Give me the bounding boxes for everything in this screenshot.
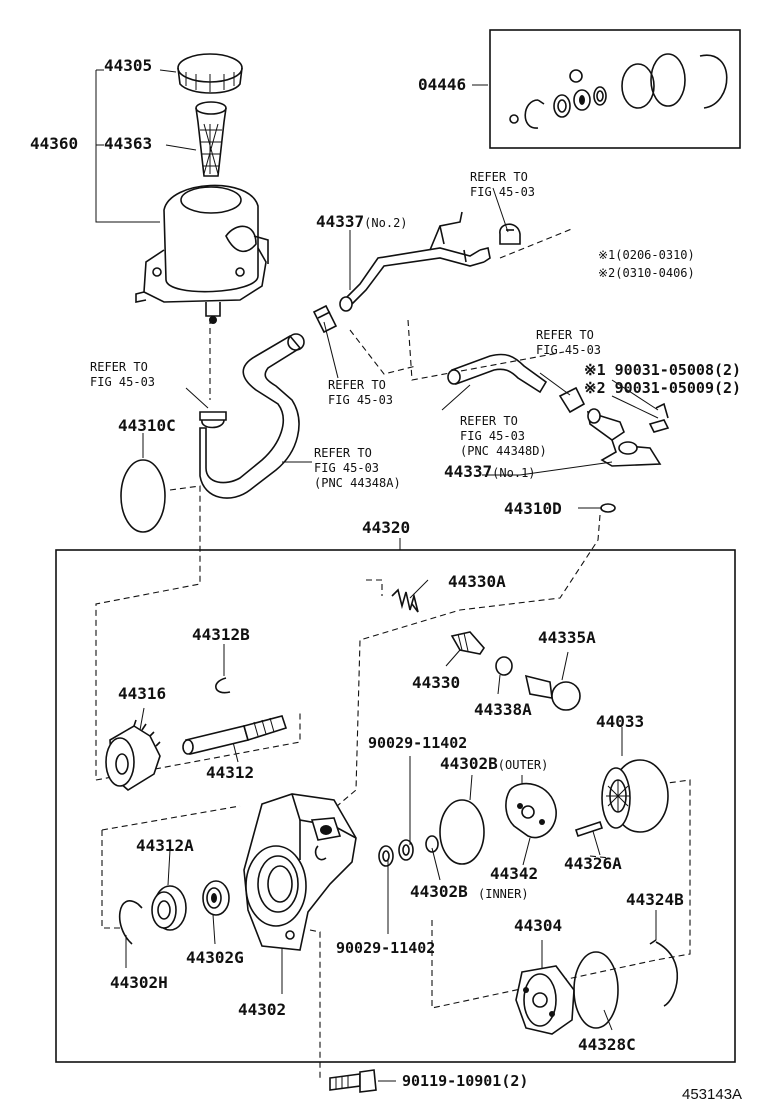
part-44337-no2-label: 44337(No.2) <box>316 214 408 230</box>
repair-kit-box <box>489 29 741 149</box>
pump-shaft <box>182 715 288 755</box>
side-plate-44304 <box>515 965 575 1035</box>
part-44304-label: 44304 <box>514 916 563 935</box>
part-44305-label: 44305 <box>104 56 153 75</box>
part-90119-label: 90119-10901(2) <box>402 1072 529 1090</box>
reservoir-cap <box>177 53 243 94</box>
part-44302b-inner-label: 44302B <box>410 882 468 901</box>
part-44302b-outer-number: 44302B <box>440 754 498 773</box>
part-44302b-outer-suffix: (OUTER) <box>497 758 549 772</box>
refer-note-top: REFER TO FIG 45-03 <box>470 170 536 199</box>
date-range-2: ※2(0310-0406) <box>598 266 695 280</box>
part-44302-label: 44302 <box>238 1000 287 1019</box>
part-44338a-label: 44338A <box>474 700 532 719</box>
hose-clamp-mid <box>312 304 338 334</box>
suction-hose <box>199 333 305 499</box>
part-04446-label: 04446 <box>418 75 467 94</box>
part-44033-label: 44033 <box>596 712 645 731</box>
part-44302g-label: 44302G <box>186 948 244 967</box>
return-hose <box>447 353 548 394</box>
part-44312b-label: 44312B <box>192 625 250 644</box>
snap-ring-44312b <box>215 677 231 694</box>
part-44337-no1-suffix: (No.1) <box>492 466 536 480</box>
gasket-upper <box>398 839 414 861</box>
part-44320-label: 44320 <box>362 518 411 537</box>
o-ring-44338a <box>495 656 513 676</box>
side-plate-44342 <box>505 782 557 839</box>
part-44337-no1-label: 44337(No.1) <box>444 464 536 480</box>
part-44337-no2-number: 44337 <box>316 212 365 231</box>
part-44363-label: 44363 <box>104 134 153 153</box>
part-44302h-label: 44302H <box>110 973 168 992</box>
refer-note-44348d: REFER TO FIG 45-03 (PNC 44348D) <box>460 414 547 458</box>
o-ring-44328c <box>573 951 619 1029</box>
reservoir-tank <box>135 184 269 324</box>
part-44312a-label: 44312A <box>136 836 194 855</box>
flow-control-valve <box>450 631 486 655</box>
union-bolt <box>329 1069 377 1093</box>
part-44330a-label: 44330A <box>448 572 506 591</box>
part-44328c-label: 44328C <box>578 1035 636 1054</box>
pulley <box>105 719 161 791</box>
refer-note-right: REFER TO FIG 45-03 <box>536 328 602 357</box>
refer-note-left: REFER TO FIG 45-03 <box>90 360 156 389</box>
o-ring-44310c <box>120 459 166 533</box>
valve-plug <box>524 674 581 711</box>
part-44337-no1-number: 44337 <box>444 462 493 481</box>
part-44302b-outer-label: 44302B(OUTER) <box>440 756 548 772</box>
dowel-pin <box>574 820 604 838</box>
o-ring-44302b-outer <box>439 799 485 865</box>
snap-ring-44324b <box>649 939 679 1007</box>
snap-ring-44302h <box>118 900 143 945</box>
bearing <box>151 885 187 931</box>
dashed-lines <box>95 227 691 1080</box>
part-44302b-inner-suffix: (INNER) <box>478 887 529 901</box>
refer-note-mid: REFER TO FIG 45-03 <box>328 378 394 407</box>
part-90031-2-label: ※2 90031-05009(2) <box>584 379 742 397</box>
part-44316-label: 44316 <box>118 684 167 703</box>
hose-clamp-left <box>199 411 227 429</box>
date-range-1: ※1(0206-0310) <box>598 248 695 262</box>
union-fitting <box>558 386 670 467</box>
part-44324b-label: 44324B <box>626 890 684 909</box>
repair-kit-parts <box>509 53 728 129</box>
part-44335a-label: 44335A <box>538 628 596 647</box>
pipe-clip <box>499 223 521 245</box>
oil-seal <box>202 880 230 916</box>
part-90029-lower-label: 90029-11402 <box>336 939 436 957</box>
pump-housing <box>243 793 357 951</box>
refer-note-44348a: REFER TO FIG 45-03 (PNC 44348A) <box>314 446 401 490</box>
part-44326a-label: 44326A <box>564 854 622 873</box>
catalog-number: 453143A <box>682 1086 743 1103</box>
part-90029-upper-label: 90029-11402 <box>368 734 468 752</box>
part-44330-label: 44330 <box>412 673 461 692</box>
part-44310d-label: 44310D <box>504 499 562 518</box>
part-44342-label: 44342 <box>490 864 539 883</box>
pipe-no2 <box>339 211 491 312</box>
part-44337-no2-suffix: (No.2) <box>364 216 408 230</box>
strainer <box>195 101 227 177</box>
o-ring-44302b-inner <box>425 835 439 853</box>
pump-assembly-box <box>55 549 736 1063</box>
o-ring-44310d <box>600 503 616 513</box>
gasket-lower <box>378 845 394 867</box>
flow-control-spring <box>391 588 419 613</box>
part-44310c-label: 44310C <box>118 416 176 435</box>
part-44312-label: 44312 <box>206 763 255 782</box>
part-90031-1-label: ※1 90031-05008(2) <box>584 361 742 379</box>
part-44360-label: 44360 <box>30 134 79 153</box>
cam-ring <box>601 759 669 833</box>
